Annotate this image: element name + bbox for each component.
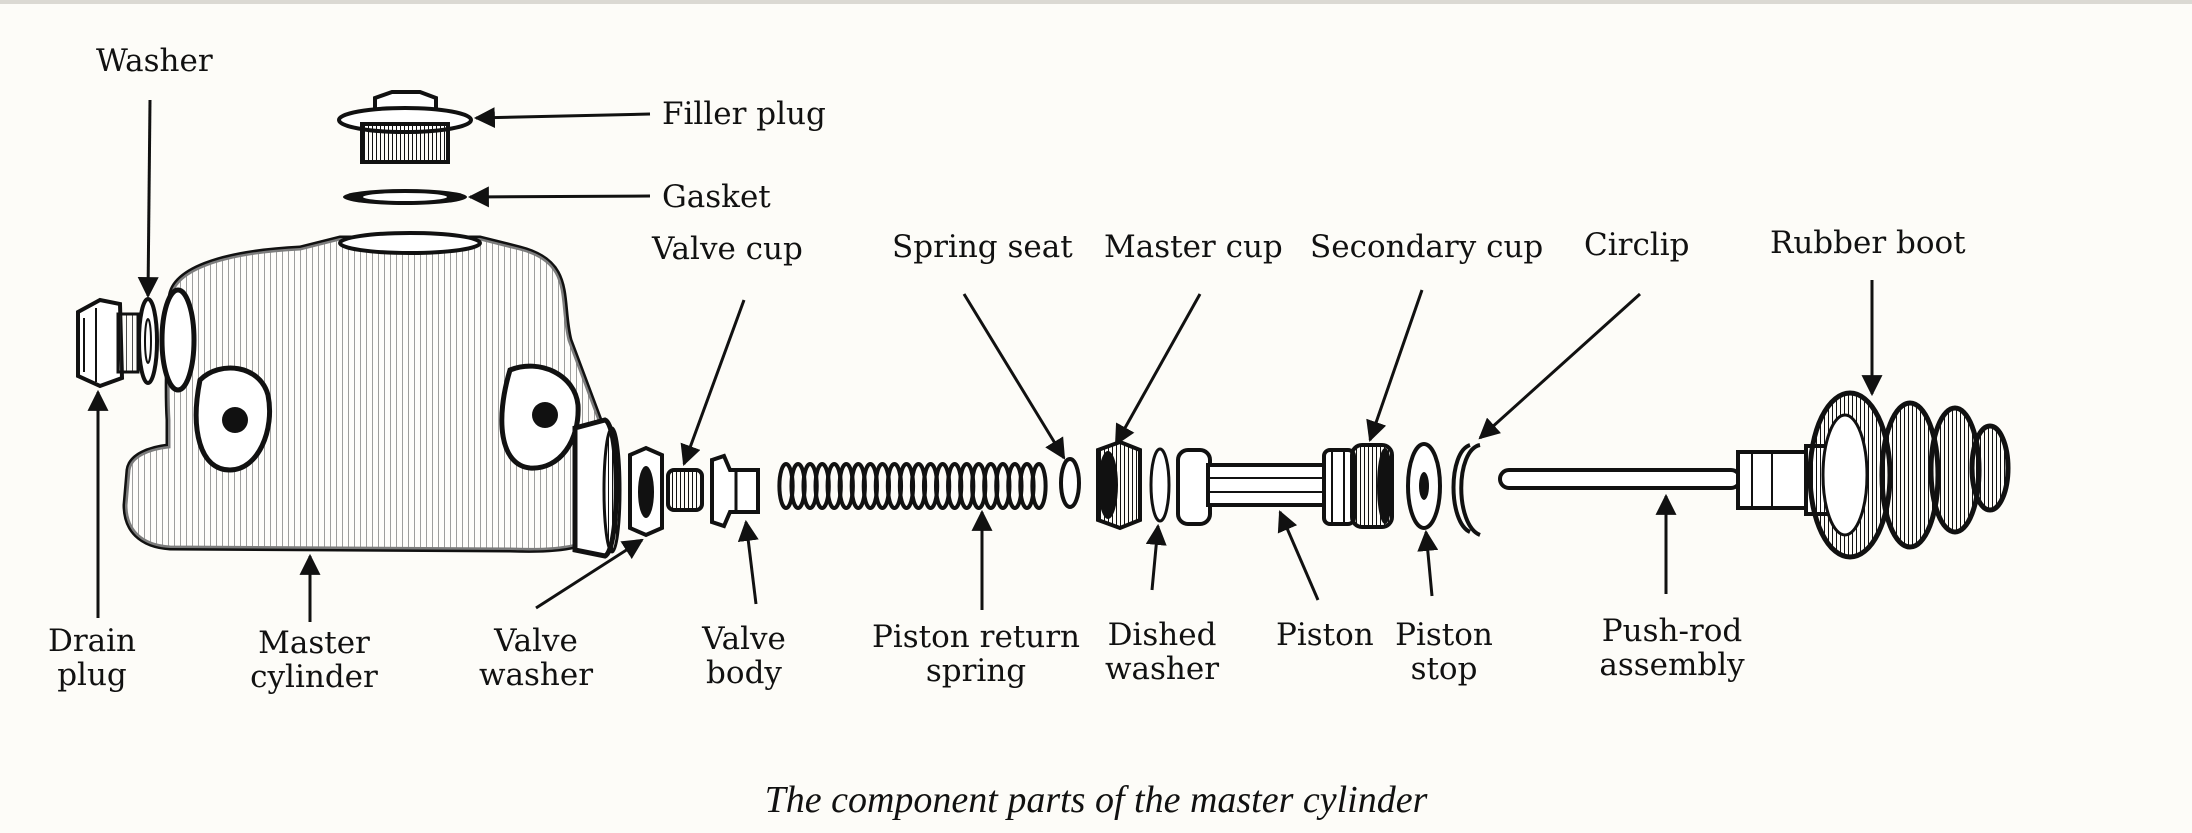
secondary-cup-part <box>1350 443 1394 529</box>
gasket-part <box>343 189 467 205</box>
leader-dished-washer <box>1145 523 1167 591</box>
label-master-cylinder: Master cylinder <box>250 625 378 695</box>
scan-edge <box>0 0 2192 4</box>
spring-seat-part <box>1059 457 1081 509</box>
piston-stop-part <box>1406 442 1442 530</box>
label-piston: Piston <box>1276 617 1374 653</box>
leader-master-cup <box>1114 293 1202 446</box>
piston-part <box>1176 448 1356 526</box>
leader-piston <box>1277 510 1320 601</box>
label-secondary-cup: Secondary cup <box>1310 229 1544 265</box>
circlip-part <box>1451 443 1482 537</box>
figure-caption: The component parts of the master cylind… <box>764 779 1428 821</box>
leader-lines <box>87 99 1883 622</box>
label-circlip: Circlip <box>1584 227 1690 263</box>
label-spring-seat: Spring seat <box>892 229 1073 265</box>
label-master-cup: Master cup <box>1104 229 1283 265</box>
valve-washer-part <box>628 445 664 538</box>
label-valve-body: Valve body <box>702 621 786 691</box>
leader-washer <box>137 99 159 299</box>
drain-plug-part <box>76 297 140 389</box>
filler-plug-part <box>337 90 473 164</box>
piston-return-spring-part <box>777 462 1048 510</box>
leader-filler-plug <box>473 107 651 129</box>
label-valve-cup: Valve cup <box>652 231 803 267</box>
dished-washer-part <box>1149 447 1171 523</box>
label-gasket: Gasket <box>662 179 771 215</box>
leader-valve-cup <box>680 299 746 466</box>
leader-secondary-cup <box>1366 289 1424 442</box>
label-drain-plug: Drain plug <box>47 623 137 693</box>
leader-circlip <box>1478 292 1642 440</box>
valve-cup-part <box>666 468 704 512</box>
master-cup-part <box>1096 439 1142 531</box>
leader-gasket <box>467 186 651 208</box>
label-piston-return-spring: Piston return spring <box>872 619 1080 689</box>
leader-spring-seat <box>962 293 1066 460</box>
master-cylinder-part <box>122 231 622 559</box>
push-rod-assembly-part <box>1498 444 1845 516</box>
label-piston-stop: Piston stop <box>1395 617 1493 687</box>
label-rubber-boot: Rubber boot <box>1770 225 1966 261</box>
leader-valve-washer <box>535 538 644 610</box>
label-filler-plug: Filler plug <box>662 96 826 132</box>
spring-coil <box>1030 462 1048 510</box>
leader-valve-body <box>737 519 759 605</box>
valve-body-part <box>710 453 760 529</box>
label-push-rod-assembly: Push-rod assembly <box>1599 613 1745 683</box>
label-dished-washer: Dished washer <box>1104 617 1220 687</box>
rubber-boot-part <box>1807 390 2011 560</box>
leader-piston-stop <box>1417 529 1439 597</box>
label-valve-washer: Valve washer <box>478 623 594 693</box>
washer-part <box>137 297 159 385</box>
label-washer: Washer <box>96 43 213 79</box>
